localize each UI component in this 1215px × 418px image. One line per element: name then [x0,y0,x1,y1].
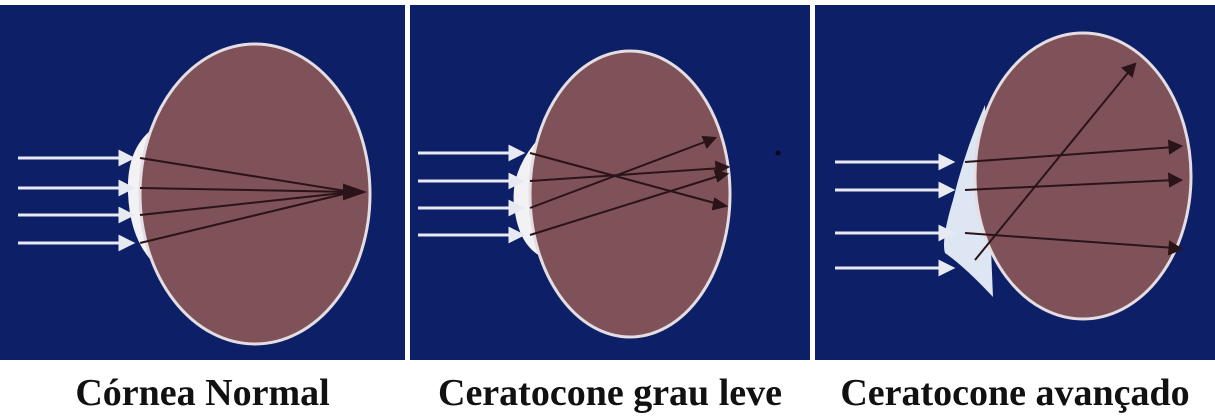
eyeball [975,33,1191,319]
cornea-normal-diagram [0,5,405,360]
ceratocone-leve-diagram [410,5,810,360]
caption-ceratocone-leve: Ceratocone grau leve [410,368,810,418]
panel-cornea-normal [0,5,405,360]
eyeball [530,51,730,337]
panel-ceratocone-leve [410,5,810,360]
caption-ceratocone-avancado: Ceratocone avançado [815,368,1215,418]
ceratocone-avancado-diagram [815,5,1215,360]
dark-speck [776,151,781,156]
panel-ceratocone-avancado [815,5,1215,360]
caption-cornea-normal: Córnea Normal [0,368,405,418]
